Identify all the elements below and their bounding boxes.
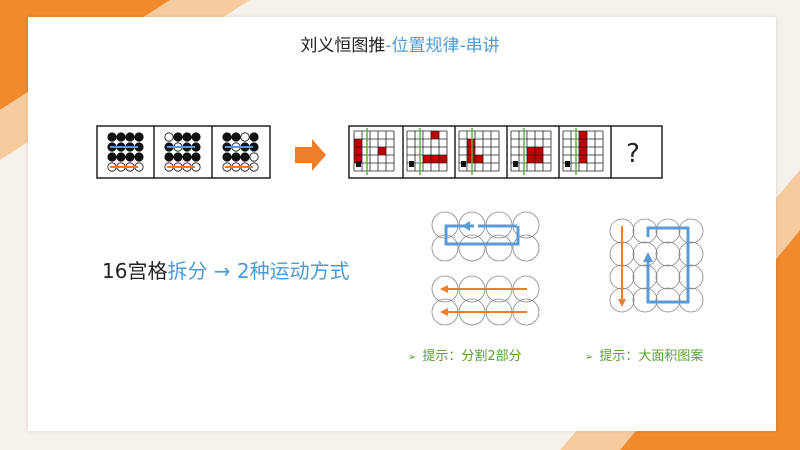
small-circle — [231, 152, 241, 162]
outline-circle — [678, 241, 704, 267]
title-sub: -位置规律-串讲 — [385, 36, 500, 56]
split-bottom-arrows — [431, 275, 540, 326]
red-cell — [579, 155, 587, 163]
red-cell — [467, 155, 475, 163]
transition-arrow-icon — [295, 139, 326, 171]
large-pattern-diagram — [609, 218, 704, 313]
red-cell — [431, 131, 439, 139]
red-cell — [579, 131, 587, 139]
hint-2-text: 提示：大面积图案 — [599, 349, 704, 364]
hint-2: ➢ 提示：大面积图案 — [585, 345, 703, 364]
circle-panel-3 — [222, 132, 259, 172]
small-circle — [164, 152, 174, 162]
outline-circle — [678, 264, 704, 290]
small-circle — [191, 132, 201, 142]
blue-loop-path — [646, 226, 690, 304]
outline-circle — [655, 218, 681, 244]
hint-bullet-icon: ➢ — [585, 352, 594, 363]
black-cell — [409, 161, 414, 167]
outline-circle — [655, 241, 681, 267]
outline-circle — [632, 218, 658, 244]
orange-arrowhead-icon — [440, 285, 448, 293]
red-cell — [535, 155, 543, 163]
red-cell — [527, 155, 535, 163]
small-circle — [164, 132, 174, 142]
small-circle — [249, 152, 259, 162]
red-cell — [354, 155, 362, 163]
small-circle — [249, 132, 259, 142]
outline-circle — [678, 218, 704, 244]
red-cell — [475, 155, 483, 163]
orange-arrowhead-icon — [440, 308, 448, 316]
red-cell — [354, 139, 362, 147]
small-circle — [222, 152, 232, 162]
outline-circle — [655, 264, 681, 290]
outline-circle — [632, 264, 658, 290]
question-mark: ? — [626, 139, 640, 169]
hint-1-text: 提示：分割2部分 — [422, 349, 522, 364]
small-circle — [134, 152, 144, 162]
black-cell — [461, 161, 466, 167]
red-cell — [467, 147, 475, 155]
red-cell — [579, 147, 587, 155]
small-circle — [116, 152, 126, 162]
black-cell — [513, 161, 518, 167]
small-circle — [173, 132, 183, 142]
red-cell — [378, 147, 386, 155]
slide-title: 刘义恒图推-位置规律-串讲 — [0, 31, 800, 56]
statement-highlight: 拆分 → 2种运动方式 — [167, 259, 350, 283]
outline-circle — [458, 234, 486, 262]
small-circle — [231, 132, 241, 142]
slide-canvas — [28, 17, 776, 431]
red-cell — [354, 147, 362, 155]
small-circle — [182, 152, 192, 162]
red-cell — [535, 147, 543, 155]
black-cell — [565, 161, 570, 167]
red-cell — [423, 155, 431, 163]
small-circle — [240, 132, 250, 142]
circle-sequence — [96, 125, 271, 179]
outline-circle — [632, 287, 658, 313]
blue-loop-path — [444, 224, 520, 246]
statement-prefix: 16宫格 — [102, 259, 168, 283]
outline-circle — [485, 234, 513, 262]
blue-arrowhead-icon — [462, 221, 470, 231]
red-cell — [467, 139, 475, 147]
small-circle — [173, 152, 183, 162]
red-cell — [579, 139, 587, 147]
red-cell — [439, 155, 447, 163]
black-cell — [356, 161, 361, 167]
split-top-loop — [431, 211, 540, 262]
outline-circle — [632, 241, 658, 267]
small-circle — [191, 152, 201, 162]
blue-arrowhead-icon — [643, 252, 653, 262]
hint-1: ➢ 提示：分割2部分 — [408, 345, 522, 364]
statement: 16宫格拆分 → 2种运动方式 — [102, 255, 350, 284]
outline-circle — [512, 234, 540, 262]
small-circle — [125, 132, 135, 142]
small-circle — [182, 132, 192, 142]
outline-circle — [678, 287, 704, 313]
circle-panel-1 — [107, 132, 144, 172]
outline-circle — [655, 287, 681, 313]
small-circle — [107, 152, 117, 162]
red-cell — [527, 147, 535, 155]
red-cell — [431, 155, 439, 163]
circle-panel-2 — [164, 132, 201, 172]
small-circle — [134, 132, 144, 142]
orange-arrowhead-icon — [618, 299, 626, 307]
title-main: 刘义恒图推 — [300, 36, 386, 56]
hint-bullet-icon: ➢ — [408, 352, 417, 363]
small-circle — [240, 152, 250, 162]
grid-sequence: ? — [348, 125, 663, 179]
small-circle — [107, 132, 117, 142]
small-circle — [222, 132, 232, 142]
small-circle — [116, 132, 126, 142]
small-circle — [125, 152, 135, 162]
